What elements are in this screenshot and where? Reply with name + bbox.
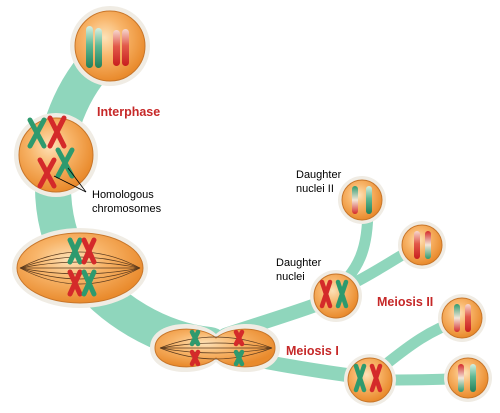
metaphase-chromosomes: [67, 237, 97, 297]
chromosome-pair-green-top: [27, 117, 47, 149]
cell-daughter-nucleus-2: [344, 354, 396, 406]
daughter-nuclei-2-label-line1: Daughter: [296, 169, 342, 181]
cell-metaphase-1: [12, 228, 148, 308]
cell-interphase-top: [70, 6, 150, 86]
daughter-nuclei-label-line2: nuclei: [276, 271, 305, 283]
cell-daughter-nucleus-2b: [398, 221, 446, 269]
homologous-pointer: [53, 167, 87, 193]
cell-daughter-nucleus-2a: [338, 176, 386, 224]
cell-daughter-nucleus-2c: [438, 294, 486, 342]
homologous-label-line2: chromosomes: [92, 203, 162, 215]
daughter-nuclei-label-line1: Daughter: [276, 257, 322, 269]
meiosis-1-label: Meiosis I: [286, 344, 339, 358]
homologous-label-line1: Homologous: [92, 189, 154, 201]
cell-interphase-duplicated: [14, 113, 98, 197]
chromosome-pair-red-top: [47, 115, 67, 149]
cell-daughter-nucleus-1: [310, 270, 362, 322]
chromosome-pair-red-bottom: [37, 157, 57, 189]
spindle-fibers-2: [159, 336, 273, 360]
cell-daughter-nucleus-2d: [444, 354, 492, 402]
daughter-nuclei-2-label-line2: nuclei II: [296, 183, 334, 195]
meiosis-2-label: Meiosis II: [377, 295, 433, 309]
interphase-label: Interphase: [97, 105, 160, 119]
chromosomes: [86, 26, 129, 68]
cell-telophase-1: [150, 323, 280, 373]
telophase-chromosomes: [189, 329, 245, 367]
chromosome-pair-green-bottom: [55, 147, 75, 179]
